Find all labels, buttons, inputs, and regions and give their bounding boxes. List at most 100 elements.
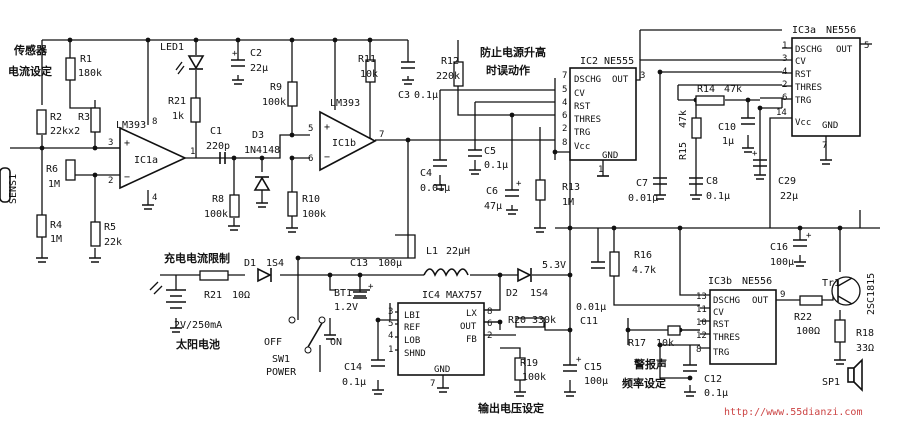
ic3a-pinno-5: 5 bbox=[864, 41, 869, 51]
label-c7-value: 0.01µ bbox=[628, 193, 658, 204]
timer-ic3b: IC3b NE556 DSCHG OUT CV RST THRES TRG 13… bbox=[696, 276, 785, 365]
label-c11-value: 0.01µ bbox=[576, 302, 606, 313]
label-c4-value: 0.01µ bbox=[420, 183, 450, 194]
ic4-name: IC4 bbox=[422, 290, 440, 301]
label-c13-value: 100µ bbox=[378, 258, 402, 269]
ic4-pin-lob: LOB bbox=[404, 336, 420, 346]
label-c15-name: C15 bbox=[584, 362, 602, 373]
ic4-pin-shnd: SHND bbox=[404, 349, 426, 359]
ic3a-pin-vcc: Vcc bbox=[795, 118, 811, 128]
ic2-pinno-1: 1 bbox=[598, 165, 603, 175]
ic3b-pin-rst: RST bbox=[713, 320, 730, 330]
component-labels: R1 180k R2 22kx2 R3 R6 1M R4 1M R5 22k L… bbox=[8, 42, 877, 399]
comparator-ic1b: + − IC1b LM393 5 6 7 bbox=[308, 98, 384, 172]
ic4-pin-lx: LX bbox=[466, 309, 477, 319]
label-c6-value: 47µ bbox=[484, 201, 502, 212]
label-c3-name: C3 bbox=[398, 90, 410, 101]
svg-text:+: + bbox=[576, 355, 582, 365]
label-d2-name: D2 bbox=[506, 288, 518, 299]
svg-text:+: + bbox=[516, 179, 522, 189]
ic3b-pinno-8: 8 bbox=[696, 345, 701, 355]
resistor-r12 bbox=[453, 61, 464, 87]
ic4-pinno-7: 7 bbox=[430, 379, 435, 389]
ic1a-name: IC1a bbox=[134, 155, 158, 166]
label-c3-value: 0.1µ bbox=[414, 90, 438, 101]
capacitor-c7 bbox=[653, 177, 667, 185]
timer-ic2: IC2 NE555 DSCHG OUT CV RST THRES TRG Vcc… bbox=[562, 56, 645, 177]
label-c16-value: 100µ bbox=[770, 257, 794, 268]
ic3b-pinno-12: 12 bbox=[696, 331, 707, 341]
resistor-r3 bbox=[90, 107, 101, 133]
label-sw1-on: ON bbox=[330, 337, 342, 348]
label-c12-value: 0.1µ bbox=[704, 388, 728, 399]
label-c11-name: C11 bbox=[580, 316, 598, 327]
ic3a-pinno-3: 3 bbox=[782, 54, 787, 64]
label-bt1-value: 1.2V bbox=[334, 302, 358, 313]
annotation-prevent-line1: 防止电源升高 bbox=[480, 45, 546, 59]
label-r4-value: 1M bbox=[50, 234, 62, 245]
label-r6-name: R6 bbox=[46, 164, 58, 175]
ic2-pinno-6: 6 bbox=[562, 111, 567, 121]
ic3a-pinno-6: 6 bbox=[782, 93, 787, 103]
label-c6-name: C6 bbox=[486, 186, 498, 197]
junctions bbox=[39, 37, 843, 381]
annotation-sensor-current-line1: 传感器 bbox=[13, 43, 48, 57]
label-r16-name: R16 bbox=[634, 250, 652, 261]
label-r12-name: R12 bbox=[441, 56, 459, 67]
label-r8-name: R8 bbox=[212, 194, 224, 205]
ic4-pin-fb: FB bbox=[466, 335, 477, 345]
svg-text:+: + bbox=[368, 282, 374, 292]
ic3b-pin-thres: THRES bbox=[713, 333, 740, 343]
ic2-pinno-7: 7 bbox=[562, 71, 567, 81]
ic3a-pin-thres: THRES bbox=[795, 83, 822, 93]
label-r5-value: 22k bbox=[104, 237, 122, 248]
capacitor-c4 bbox=[433, 159, 447, 167]
ic3b-pinno-13: 13 bbox=[696, 292, 707, 302]
label-r21a-value: 1k bbox=[172, 111, 184, 122]
label-c8-value: 0.1µ bbox=[706, 191, 730, 202]
ic2-pinno-4: 4 bbox=[562, 98, 567, 108]
annotation-alarm-line1: 警报声 bbox=[633, 357, 667, 371]
ic2-pinno-3: 3 bbox=[640, 71, 645, 81]
ic1b-pin-plus: 5 bbox=[308, 124, 313, 134]
label-c1-name: C1 bbox=[210, 126, 222, 137]
label-r2-name: R2 bbox=[50, 112, 62, 123]
svg-text:+: + bbox=[752, 149, 758, 159]
label-r15-name: R15 bbox=[678, 142, 689, 160]
ic1a-pin-plus: 3 bbox=[108, 138, 113, 148]
ic3b-pin-out: OUT bbox=[752, 296, 769, 306]
label-r18-name: R18 bbox=[856, 328, 874, 339]
ic2-pin-rst: RST bbox=[574, 102, 591, 112]
ic3a-name: IC3a bbox=[792, 25, 816, 36]
resistor-r11 bbox=[365, 59, 376, 83]
label-r17-name: R17 bbox=[628, 338, 646, 349]
ic1a-pin-out: 1 bbox=[190, 147, 195, 157]
label-c8-name: C8 bbox=[706, 176, 718, 187]
label-r17-value: 10k bbox=[656, 338, 674, 349]
label-bt1-name: BT1 bbox=[334, 288, 352, 299]
label-d2-value: 1S4 bbox=[530, 288, 548, 299]
label-r18-value: 33Ω bbox=[856, 343, 874, 354]
sensor-sens1 bbox=[0, 167, 11, 203]
capacitor-c16: + bbox=[793, 231, 812, 247]
resistor-r16 bbox=[609, 251, 620, 277]
label-r15-value: 47k bbox=[678, 110, 689, 128]
label-c10-name: C10 bbox=[718, 122, 736, 133]
ic3a-pin-cv: CV bbox=[795, 57, 806, 67]
label-r21a-name: R21 bbox=[168, 96, 186, 107]
label-tr1-value: 2SC1815 bbox=[866, 273, 877, 315]
ic4-pinno-1: 1 bbox=[388, 345, 393, 355]
ic4-pinno-3: 3 bbox=[388, 307, 393, 317]
label-r10-value: 100k bbox=[302, 209, 326, 220]
label-c5-name: C5 bbox=[484, 146, 496, 157]
svg-text:+: + bbox=[324, 122, 330, 133]
ic3b-name: IC3b bbox=[708, 276, 732, 287]
capacitor-c11 bbox=[591, 261, 605, 269]
ic3b-pinno-11: 11 bbox=[696, 305, 707, 315]
label-r10-name: R10 bbox=[302, 194, 320, 205]
ic4-pinno-6: 6 bbox=[487, 319, 492, 329]
resistor-r13 bbox=[535, 179, 546, 201]
ic3a-pinno-7: 7 bbox=[822, 141, 827, 151]
capacitor-c29: + bbox=[752, 149, 767, 167]
ic2-pin-trg: TRG bbox=[574, 128, 590, 138]
